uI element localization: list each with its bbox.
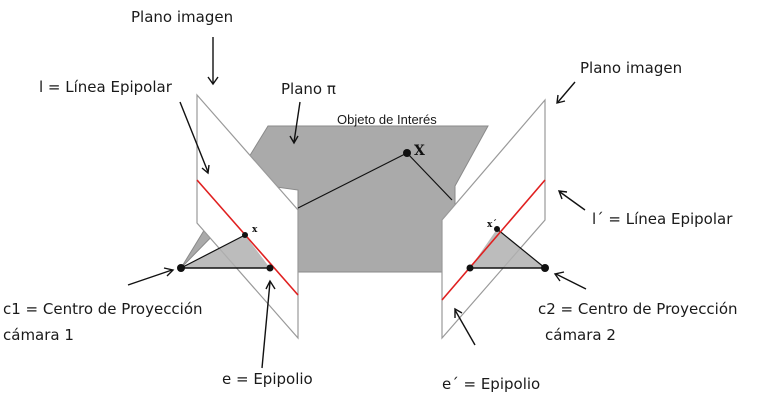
left-plane-projection [181, 235, 270, 268]
epipolar-line-right [441, 179, 546, 301]
arrow-e-prime [454, 309, 476, 346]
epipolio-left-label: e = Epipolio [222, 370, 313, 388]
centro2-line2-label: cámara 2 [545, 326, 616, 344]
ray-x-X-left [297, 152, 408, 209]
epipole-e-point [266, 264, 274, 272]
epipolio-right-label: e´ = Epipolio [442, 375, 540, 393]
object-of-interest-label: Objeto de Interés [337, 112, 437, 127]
centro1-line2-label: cámara 1 [3, 326, 74, 344]
arrow-plano-imagen-right [557, 81, 576, 103]
ray-c1-x [180, 234, 246, 269]
arrow-e [261, 281, 271, 369]
arrow-c1 [127, 269, 173, 286]
annotation-arrows [127, 37, 587, 369]
point-x-prime-label: x´ [487, 219, 497, 230]
plano-imagen-right-label: Plano imagen [580, 59, 682, 77]
arrow-plano-pi [293, 101, 301, 143]
point-x-label: x [252, 225, 258, 235]
arrow-c2 [555, 273, 587, 290]
epipole-e-prime-point [466, 264, 474, 272]
object-point-X [403, 149, 411, 157]
centro2-line1-label: c2 = Centro de Proyección [538, 300, 738, 318]
point-X-label: X [414, 143, 425, 159]
plano-pi-label: Plano π [281, 80, 336, 98]
centro1-line1-label: c1 = Centro de Proyección [3, 300, 203, 318]
arrow-linea-epipolar-right [559, 191, 586, 211]
plano-imagen-left-label: Plano imagen [131, 8, 233, 26]
image-point-x-prime [494, 226, 500, 232]
epipolar-line-left [196, 179, 299, 296]
center-c1-point [177, 264, 185, 272]
center-c2-point [541, 264, 549, 272]
ray-x-c2 [496, 228, 546, 269]
linea-epipolar-right-label: l´ = Línea Epipolar [592, 210, 733, 228]
image-point-x [242, 232, 248, 238]
ray-X-right [406, 152, 453, 201]
linea-epipolar-left-label: l = Línea Epipolar [39, 78, 173, 96]
arrow-linea-epipolar-left [179, 101, 209, 173]
right-plane-projection [470, 229, 545, 268]
